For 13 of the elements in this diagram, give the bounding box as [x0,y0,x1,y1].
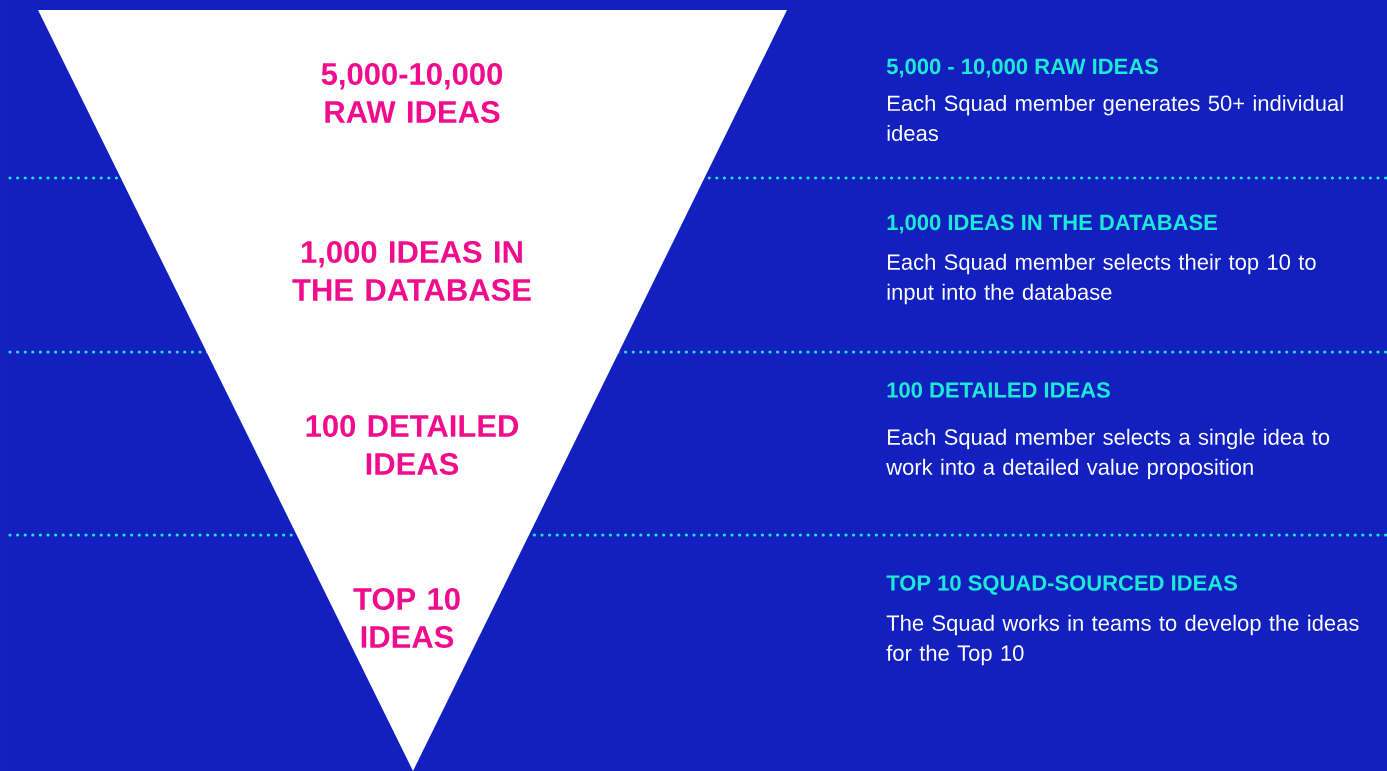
funnel-level-label: 1,000 IDEAS IN THE DATABASE [292,241,531,301]
step-heading: 1,000 IDEAS IN THE DATABASE [887,214,1217,234]
funnel-triangle [38,10,787,771]
step-heading: TOP 10 SQUAD-SOURCED IDEAS [886,575,1237,595]
step-heading: 100 DETAILED IDEAS [887,382,1110,398]
step-description: Each Squad member generates 50+ individual ideas [887,94,1343,142]
funnel-level-label: 5,000-10,000 RAW IDEAS [321,63,503,123]
step-description: Each Squad member selects their top 10 to input into the database [887,253,1316,305]
step-heading: 5,000 - 10,000 RAW IDEAS [886,58,1158,78]
funnel-level-label: TOP 10 IDEAS [353,588,460,648]
funnel-level-label: 100 DETAILED IDEAS [306,415,519,475]
step-description: The Squad works in teams to develop the ideas for the Top 10 [886,614,1359,666]
step-description: Each Squad member selects a single idea to work into a detailed value proposition [886,428,1330,480]
